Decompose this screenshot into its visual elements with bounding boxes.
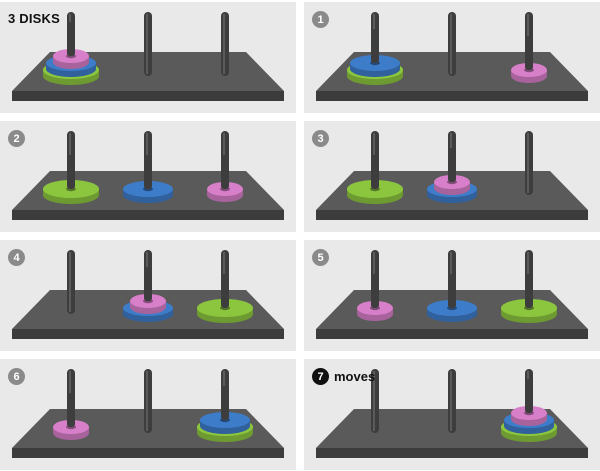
- step-panel-0: 3 DISKS: [0, 2, 296, 113]
- board-front: [316, 329, 588, 339]
- step-panel-6: 6: [0, 359, 296, 470]
- disk-small: [357, 274, 393, 321]
- step-number-badge: 4: [8, 249, 25, 266]
- disk-small: [207, 155, 243, 202]
- step-number-badge: 2: [8, 130, 25, 147]
- peg-highlight: [69, 252, 71, 312]
- board-front: [12, 91, 284, 101]
- board-front: [316, 210, 588, 220]
- disk-small: [434, 148, 470, 195]
- step-panel-4: 4: [0, 240, 296, 351]
- disk-large: [197, 274, 253, 323]
- disk-small: [511, 379, 547, 426]
- step-number-badge: 5: [312, 249, 329, 266]
- step-panel-1: 1: [304, 2, 600, 113]
- hanoi-board-scene: [12, 12, 284, 101]
- disk-small: [130, 267, 166, 314]
- board-front: [12, 329, 284, 339]
- step-panel-3: 3: [304, 121, 600, 232]
- hanoi-board-scene: [316, 12, 588, 101]
- step-number-badge: 6: [8, 368, 25, 385]
- hanoi-board-scene: [316, 250, 588, 339]
- hanoi-board-scene: [12, 369, 284, 458]
- step-number-badge: 1: [312, 11, 329, 28]
- step-number-badge: 7: [312, 368, 329, 385]
- moves-label: moves: [334, 369, 376, 384]
- step-panel-7: 7 moves: [304, 359, 600, 470]
- disk-medium: [200, 386, 250, 434]
- disk-small: [53, 22, 89, 69]
- hanoi-board-scene: [316, 131, 588, 220]
- step-number-badge: 3: [312, 130, 329, 147]
- disk-large: [347, 155, 403, 204]
- peg-highlight: [146, 371, 148, 431]
- hanoi-board-scene: [316, 369, 588, 458]
- hanoi-board-scene: [12, 131, 284, 220]
- step-panel-2: 2: [0, 121, 296, 232]
- peg-highlight: [450, 371, 452, 431]
- peg-highlight: [527, 133, 529, 193]
- peg-highlight: [450, 14, 452, 74]
- peg-highlight: [373, 371, 375, 431]
- disk-small: [53, 393, 89, 440]
- puzzle-title: 3 DISKS: [8, 11, 60, 26]
- disk-large: [501, 274, 557, 323]
- hanoi-board-scene: [12, 250, 284, 339]
- step-panel-5: 5: [304, 240, 600, 351]
- disk-medium: [350, 29, 400, 77]
- disk-medium: [123, 155, 173, 203]
- board-front: [12, 448, 284, 458]
- peg-highlight: [146, 14, 148, 74]
- peg-highlight: [223, 14, 225, 74]
- disk-medium: [427, 274, 477, 322]
- board-front: [12, 210, 284, 220]
- disk-small: [511, 36, 547, 83]
- disk-large: [43, 155, 99, 204]
- board-front: [316, 91, 588, 101]
- board-front: [316, 448, 588, 458]
